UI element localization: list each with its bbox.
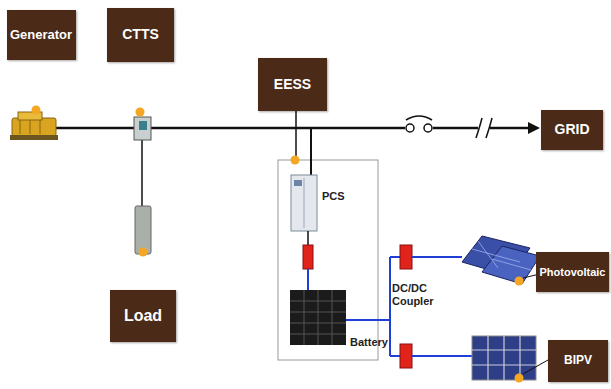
- box-label: Photovoltaic: [539, 266, 605, 278]
- bipv-panel: [472, 336, 536, 380]
- connection-dot: [136, 108, 145, 117]
- connection-dot: [291, 156, 300, 165]
- eess-box: EESS: [258, 58, 327, 111]
- battery-label: Battery: [350, 336, 400, 349]
- load-box: Load: [110, 290, 176, 342]
- arrowhead: [528, 122, 540, 134]
- dc-bus: [346, 257, 400, 356]
- dc-link: [307, 231, 309, 245]
- coupler-label: DC/DC Coupler: [392, 282, 444, 307]
- breaker-arc: [406, 116, 432, 120]
- box-label: BIPV: [564, 354, 592, 367]
- photovoltaic-box: Photovoltaic: [536, 252, 609, 292]
- leader-line: [523, 360, 548, 374]
- box-label: Generator: [10, 28, 72, 42]
- connection-dot: [515, 374, 524, 383]
- generator-box: Generator: [7, 10, 76, 60]
- load-device: [135, 206, 151, 254]
- breaker-contact: [406, 124, 414, 132]
- battery-rack: [290, 290, 346, 345]
- dc-dc-converter: [400, 344, 412, 368]
- connection-dot: [32, 106, 41, 115]
- box-label: EESS: [274, 77, 311, 92]
- pcs-label: PCS: [322, 190, 362, 203]
- break-mark: [476, 118, 492, 138]
- box-label: CTTS: [122, 27, 159, 42]
- ctts-switch: [134, 117, 151, 140]
- main-bus: [40, 127, 405, 130]
- ctts-switch: [139, 121, 147, 130]
- bipv-box: BIPV: [548, 340, 608, 382]
- converter: [303, 245, 313, 269]
- grid-box: GRID: [541, 110, 603, 150]
- breaker-contact: [424, 124, 432, 132]
- dc-link: [307, 269, 309, 290]
- box-label: Load: [124, 307, 162, 325]
- pcs-cabinet: [291, 175, 317, 231]
- generator-icon: [10, 112, 58, 140]
- eess-leader: [295, 111, 297, 160]
- eess-feeder: [310, 128, 312, 176]
- eess-enclosure: [278, 160, 378, 360]
- connection-dot: [515, 277, 524, 286]
- connection-dot: [139, 248, 148, 257]
- ctts-box: CTTS: [107, 8, 174, 62]
- box-label: GRID: [555, 122, 590, 137]
- dc-dc-converter: [400, 245, 412, 269]
